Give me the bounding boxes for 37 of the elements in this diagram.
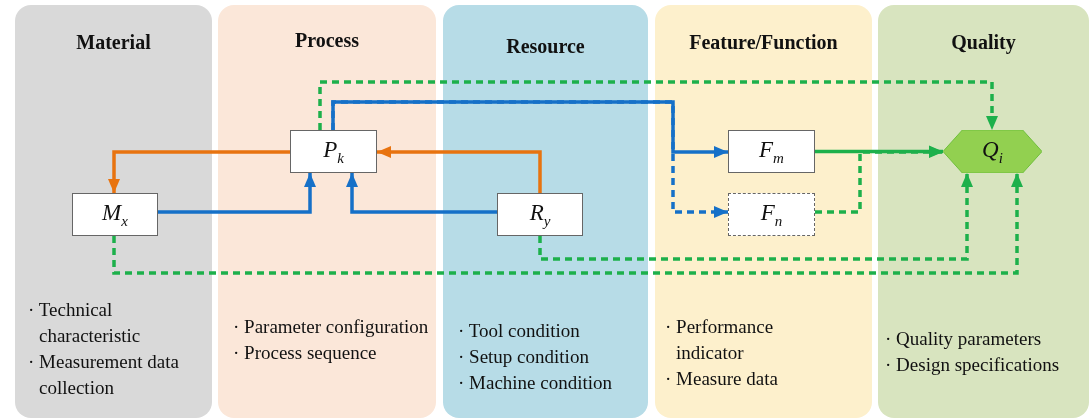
arrow <box>318 80 998 130</box>
bullet-text: · Tool condition <box>458 319 581 343</box>
variable-box: M$_{x}$ <box>72 193 158 236</box>
bullet-text: · Parameter configuration <box>233 315 430 339</box>
column-panel <box>218 5 436 418</box>
column-panel <box>443 5 648 418</box>
arrow <box>331 100 728 158</box>
variable-box: F$_{n}$ <box>728 193 815 236</box>
bullet-text: · Quality parameters <box>885 327 1043 351</box>
column-panel <box>15 5 212 418</box>
bullet-text: · Machine condition <box>458 371 614 395</box>
column-heading: Feature/Function <box>688 31 839 54</box>
bullet-text: · Technical characteristic <box>28 298 142 348</box>
arrow <box>377 146 542 193</box>
arrow <box>158 173 316 214</box>
column-panel <box>878 5 1089 418</box>
column-heading: Resource <box>505 35 586 58</box>
bullet-text: · Measurement data collection <box>28 350 180 400</box>
variable-box: F$_{m}$ <box>728 130 815 173</box>
bullet-text: · Performance indicator <box>665 315 775 365</box>
column-heading: Process <box>293 29 361 52</box>
arrow <box>815 146 943 214</box>
variable-box: R$_{y}$ <box>497 193 583 236</box>
bullet-text: · Design specifications <box>885 353 1061 377</box>
variable-box: P$_{k}$ <box>290 130 377 173</box>
bullet-text: · Setup condition <box>458 345 590 369</box>
bullet-text: · Process sequence <box>233 341 378 365</box>
bullet-text: · Measure data <box>665 367 779 391</box>
column-heading: Material <box>75 31 152 54</box>
arrow <box>346 173 497 214</box>
column-heading: Quality <box>950 31 1017 54</box>
arrow <box>331 100 728 218</box>
arrow <box>108 150 290 193</box>
arrow <box>112 173 1023 275</box>
column-panel <box>655 5 872 418</box>
quality-hexagon: Q$_{i}$ <box>943 130 1042 173</box>
arrow <box>538 173 973 261</box>
